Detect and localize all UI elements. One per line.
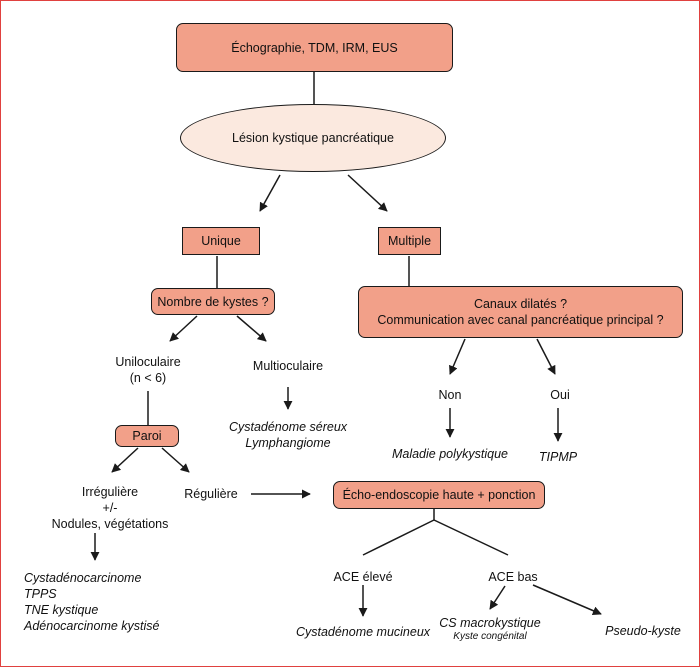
cyst-mucineux-text: Cystadénome mucineux [295, 625, 431, 639]
lesion-ellipse: Lésion kystique pancréatique [180, 104, 446, 172]
arrow-ace-bas-to-pseudo [532, 584, 602, 615]
arrow-ace-bas-to-cs [489, 585, 506, 610]
nombre-label: Nombre de kystes ? [157, 294, 269, 309]
arrow-canaux-to-non [449, 338, 466, 375]
arrow-nombre-to-multioc [236, 315, 267, 342]
paroi-box: Paroi [115, 425, 179, 447]
reguliere-text: Régulière [184, 487, 238, 501]
cyst-sereux-label: Cystadénome séreux [228, 420, 348, 434]
kyste-cong-label: Kyste congénital [453, 631, 527, 642]
tne-label: TNE kystique [24, 603, 99, 617]
imaging-box: Échographie, TDM, IRM, EUS [176, 23, 453, 72]
lymphangiome-label: Lymphangiome [245, 436, 331, 450]
line-echo-to-ace-eleve [362, 519, 435, 556]
uniloc-label-2: (n < 6) [129, 371, 167, 385]
cyst-sereux-group: Cystadénome séreux Lymphangiome [228, 419, 348, 451]
arrow-nombre-to-uniloc [169, 315, 198, 342]
multiple-box: Multiple [378, 227, 441, 255]
nombre-box: Nombre de kystes ? [151, 288, 275, 315]
maladie-text: Maladie polykystique [391, 447, 509, 461]
tpps-label: TPPS [24, 587, 57, 601]
arrow-canaux-to-oui [536, 338, 556, 375]
ace-bas-text: ACE bas [488, 570, 538, 584]
irreg-label-1: Irrégulière [81, 485, 139, 499]
multiple-label: Multiple [387, 234, 432, 248]
tipmp-text: TIPMP [538, 450, 578, 464]
line-echo-to-ace-bas [433, 519, 509, 556]
malignant-group: Cystadénocarcinome TPPS TNE kystique Adé… [24, 570, 184, 634]
canaux-box: Canaux dilatés ? Communication avec cana… [358, 286, 683, 338]
uniloc-text: Uniloculaire (n < 6) [103, 354, 193, 386]
irreg-label-2: +/- [102, 501, 118, 515]
irreg-text: Irrégulière +/- Nodules, végétations [30, 484, 190, 532]
cs-group: CS macrokystique Kyste congénital [430, 615, 550, 643]
arrow-paroi-to-reguliere [161, 447, 190, 473]
arrow-lesion-to-multiple [347, 174, 388, 212]
canaux-label-2: Communication avec canal pancréatique pr… [377, 313, 664, 327]
lesion-label: Lésion kystique pancréatique [232, 131, 394, 145]
uniloc-label-1: Uniloculaire [115, 355, 181, 369]
non-text: Non [438, 388, 462, 402]
cystadenocarcinome-label: Cystadénocarcinome [24, 571, 142, 585]
unique-box: Unique [182, 227, 260, 255]
canaux-label-1: Canaux dilatés ? [473, 297, 568, 311]
adenocarcinome-label: Adénocarcinome kystisé [24, 619, 160, 633]
paroi-label: Paroi [132, 429, 162, 443]
unique-label: Unique [201, 234, 241, 248]
imaging-label: Échographie, TDM, IRM, EUS [231, 40, 398, 55]
echo-label: Écho-endoscopie haute + ponction [342, 488, 536, 502]
pseudo-text: Pseudo-kyste [605, 624, 681, 638]
arrow-paroi-to-irreg [111, 447, 139, 473]
cs-macro-label: CS macrokystique [439, 616, 541, 630]
arrow-lesion-to-unique [259, 174, 281, 212]
oui-text: Oui [550, 388, 570, 402]
irreg-label-3: Nodules, végétations [51, 517, 169, 531]
multioc-text: Multioculaire [252, 359, 324, 373]
ace-eleve-text: ACE élevé [333, 570, 393, 584]
echo-box: Écho-endoscopie haute + ponction [333, 481, 545, 509]
